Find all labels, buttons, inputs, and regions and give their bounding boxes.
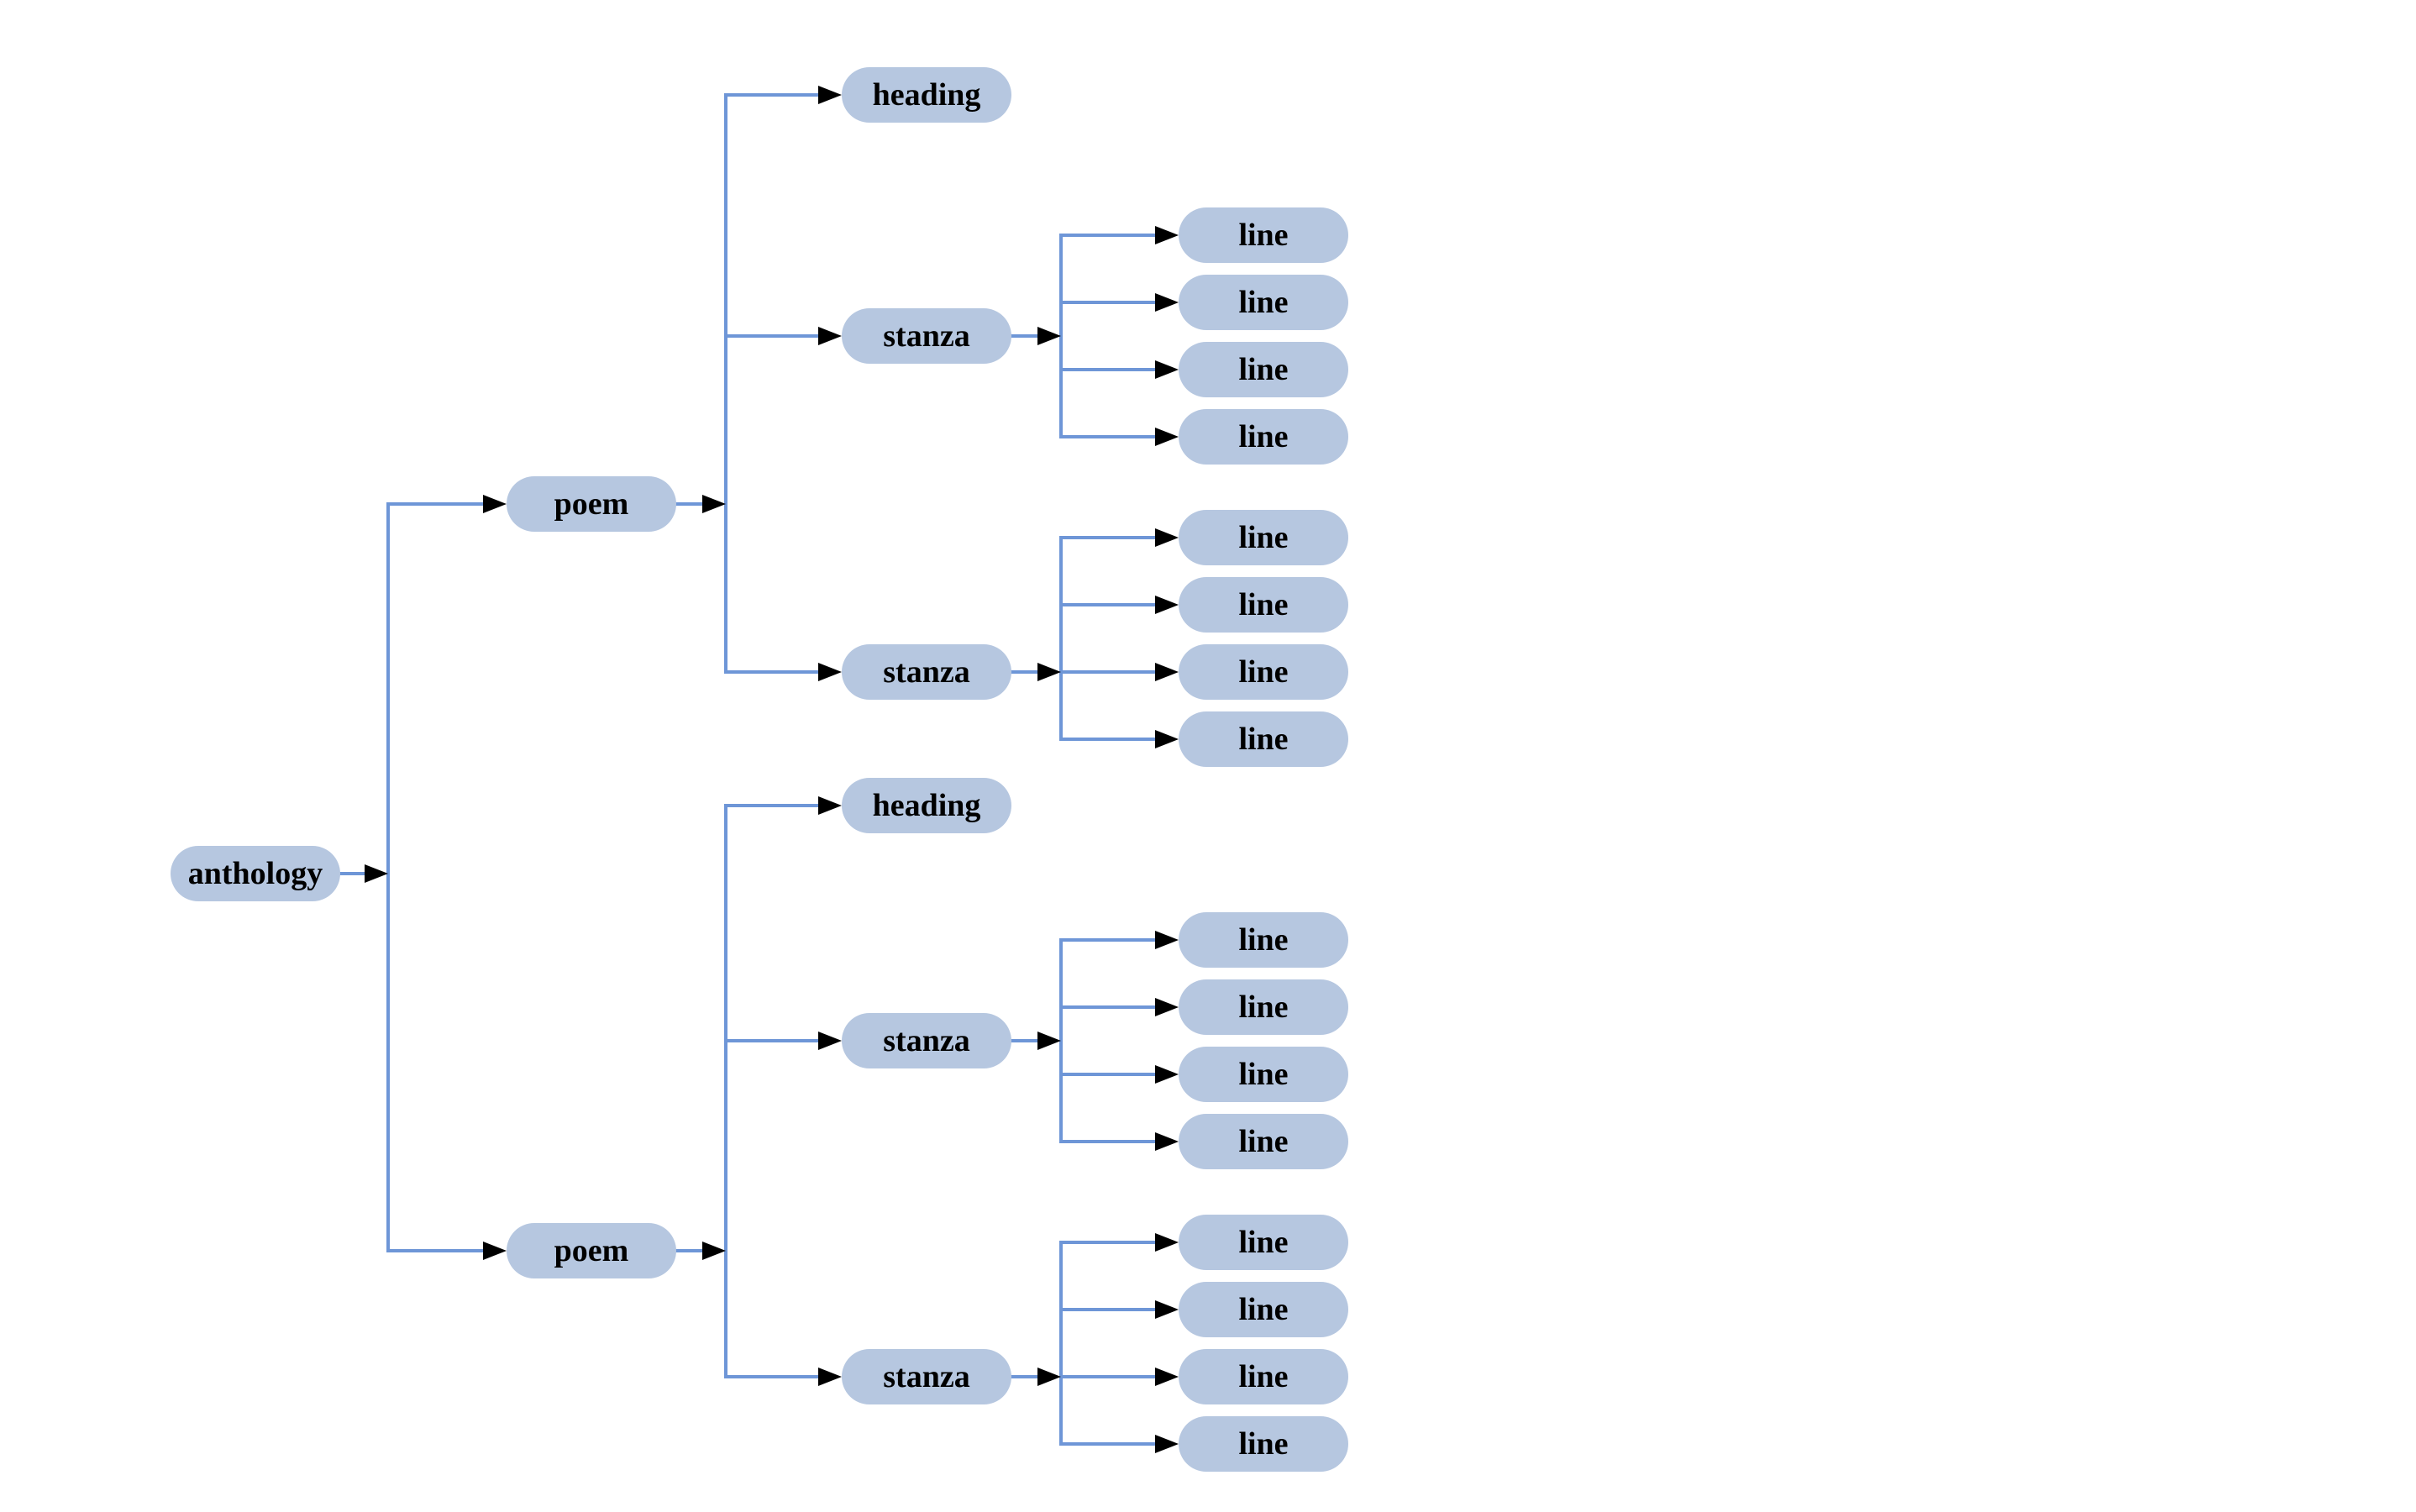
node-line-s4-2: line	[1179, 1282, 1348, 1337]
node-anthology: anthology	[171, 846, 340, 901]
node-line-s2-3: line	[1179, 644, 1348, 700]
node-line-s3-2: line	[1179, 979, 1348, 1035]
node-line-s2-4: line	[1179, 711, 1348, 767]
node-stanza-2: stanza	[842, 644, 1011, 700]
node-line-s4-4: line	[1179, 1416, 1348, 1472]
node-line-s2-2: line	[1179, 577, 1348, 633]
node-stanza-4: stanza	[842, 1349, 1011, 1404]
arrowheads	[365, 86, 1179, 1453]
connector-lines	[339, 93, 1158, 1446]
node-stanza-1: stanza	[842, 308, 1011, 364]
node-poem-1: poem	[507, 476, 676, 532]
node-line-s2-1: line	[1179, 510, 1348, 565]
node-heading-2: heading	[842, 778, 1011, 833]
node-line-s3-1: line	[1179, 912, 1348, 968]
node-line-s4-1: line	[1179, 1215, 1348, 1270]
node-line-s1-2: line	[1179, 275, 1348, 330]
node-line-s1-1: line	[1179, 207, 1348, 263]
node-line-s1-3: line	[1179, 342, 1348, 397]
node-line-s3-4: line	[1179, 1114, 1348, 1169]
node-heading-1: heading	[842, 67, 1011, 123]
node-line-s4-3: line	[1179, 1349, 1348, 1404]
node-line-s1-4: line	[1179, 409, 1348, 465]
node-line-s3-3: line	[1179, 1047, 1348, 1102]
node-poem-2: poem	[507, 1223, 676, 1278]
node-stanza-3: stanza	[842, 1013, 1011, 1068]
